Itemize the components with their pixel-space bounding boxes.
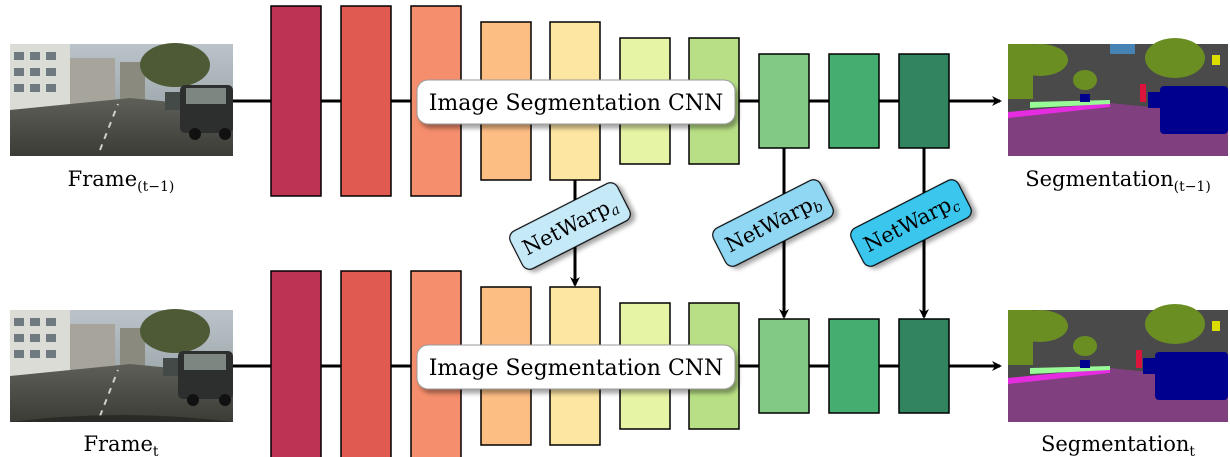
netwarp-b-box: NetWarpb	[712, 179, 834, 267]
netwarp-connections: NetWarpa NetWarpb NetWarpc	[509, 148, 972, 319]
output-segmentation-label: Segmentationt	[1041, 432, 1195, 457]
input-frame-image	[10, 309, 233, 422]
cnn-layer-8	[758, 53, 810, 149]
cnn-label-box: Image Segmentation CNN	[416, 79, 736, 125]
cnn-layer-10	[898, 53, 950, 149]
cnn-label: Image Segmentation CNN	[429, 91, 724, 116]
input-frame-label: Frame(t−1)	[68, 167, 175, 195]
output-segmentation-image	[1008, 38, 1228, 156]
cnn-layer-8	[758, 318, 810, 414]
cnn-layer-10	[898, 318, 950, 414]
output-segmentation-image	[1008, 304, 1228, 422]
cnn-label-box: Image Segmentation CNN	[416, 344, 736, 390]
cnn-label: Image Segmentation CNN	[429, 356, 724, 381]
row-previous-frame: Frame(t−1) Image Segmentation CNN	[10, 5, 1228, 197]
row-current-frame: Framet Image Segmentation CNN	[10, 270, 1228, 457]
cnn-layer-2	[340, 5, 392, 197]
cnn-layer-1	[270, 270, 322, 457]
netwarp-a-box: NetWarpa	[509, 182, 631, 270]
cnn-layers	[270, 270, 950, 457]
cnn-layer-1	[270, 5, 322, 197]
cnn-layer-9	[828, 318, 880, 414]
input-frame-image	[10, 43, 233, 156]
output-segmentation-label: Segmentation(t−1)	[1025, 167, 1211, 195]
input-frame-label: Framet	[83, 432, 158, 457]
netwarp-c-box: NetWarpc	[850, 179, 972, 267]
cnn-layer-2	[340, 270, 392, 457]
cnn-layer-9	[828, 53, 880, 149]
